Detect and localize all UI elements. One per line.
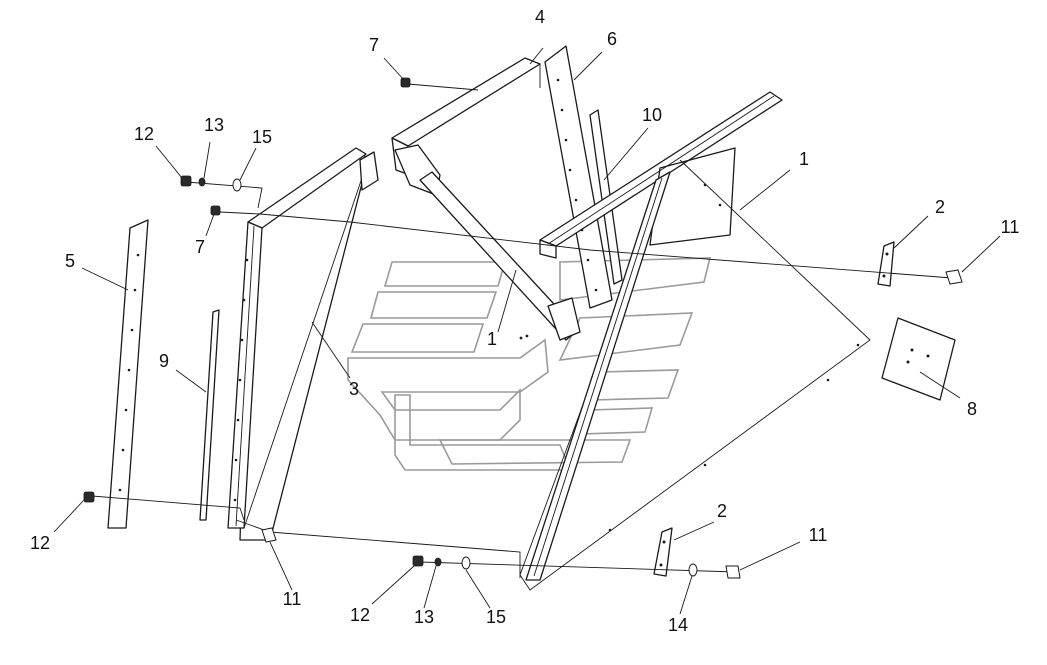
leader-lines <box>53 47 1001 615</box>
strip-part-5 <box>107 219 149 529</box>
bracket-part-2-lower <box>653 527 673 577</box>
frame-part-4 <box>391 57 541 196</box>
callout-13-bottom: 13 <box>414 607 434 627</box>
callout-12-top: 12 <box>134 124 154 144</box>
callout-12-left: 12 <box>30 533 50 553</box>
upright-post <box>227 147 379 529</box>
callout-4: 4 <box>535 7 545 27</box>
diagonal-brace <box>419 171 581 341</box>
assembly-axis-lines <box>91 83 953 578</box>
callout-1-right: 1 <box>799 149 809 169</box>
callout-10: 10 <box>642 105 662 125</box>
callout-15-top: 15 <box>252 127 272 147</box>
callout-9: 9 <box>159 351 169 371</box>
plate-part-8 <box>881 317 956 401</box>
callout-13-top: 13 <box>204 115 224 135</box>
side-panel-right <box>519 147 871 591</box>
callout-11-right: 11 <box>1001 217 1020 237</box>
callout-3: 3 <box>349 379 359 399</box>
callout-12-bottom: 12 <box>350 605 370 625</box>
callout-2-bottom: 2 <box>717 501 727 521</box>
callout-1-center: 1 <box>487 329 497 349</box>
callout-14: 14 <box>668 615 688 635</box>
side-panel-left <box>239 149 369 541</box>
callout-6: 6 <box>607 29 617 49</box>
callout-5: 5 <box>65 251 75 271</box>
callout-labels: 4 6 7 10 1 12 13 15 7 5 9 3 1 2 11 8 12 … <box>30 7 1019 635</box>
bracket-part-2-upper <box>877 241 895 287</box>
watermark-logo <box>347 257 712 471</box>
callout-2-top: 2 <box>935 197 945 217</box>
beam-part-1 <box>539 91 783 259</box>
callout-11-bottom-left: 11 <box>283 589 302 609</box>
callout-7-top: 7 <box>369 35 379 55</box>
strip-part-9 <box>199 309 220 521</box>
callout-11-bottom-right: 11 <box>809 525 828 545</box>
callout-7-left: 7 <box>195 237 205 257</box>
callout-15-bottom: 15 <box>486 607 506 627</box>
callout-8: 8 <box>967 399 977 419</box>
hardware-fasteners <box>83 77 963 579</box>
